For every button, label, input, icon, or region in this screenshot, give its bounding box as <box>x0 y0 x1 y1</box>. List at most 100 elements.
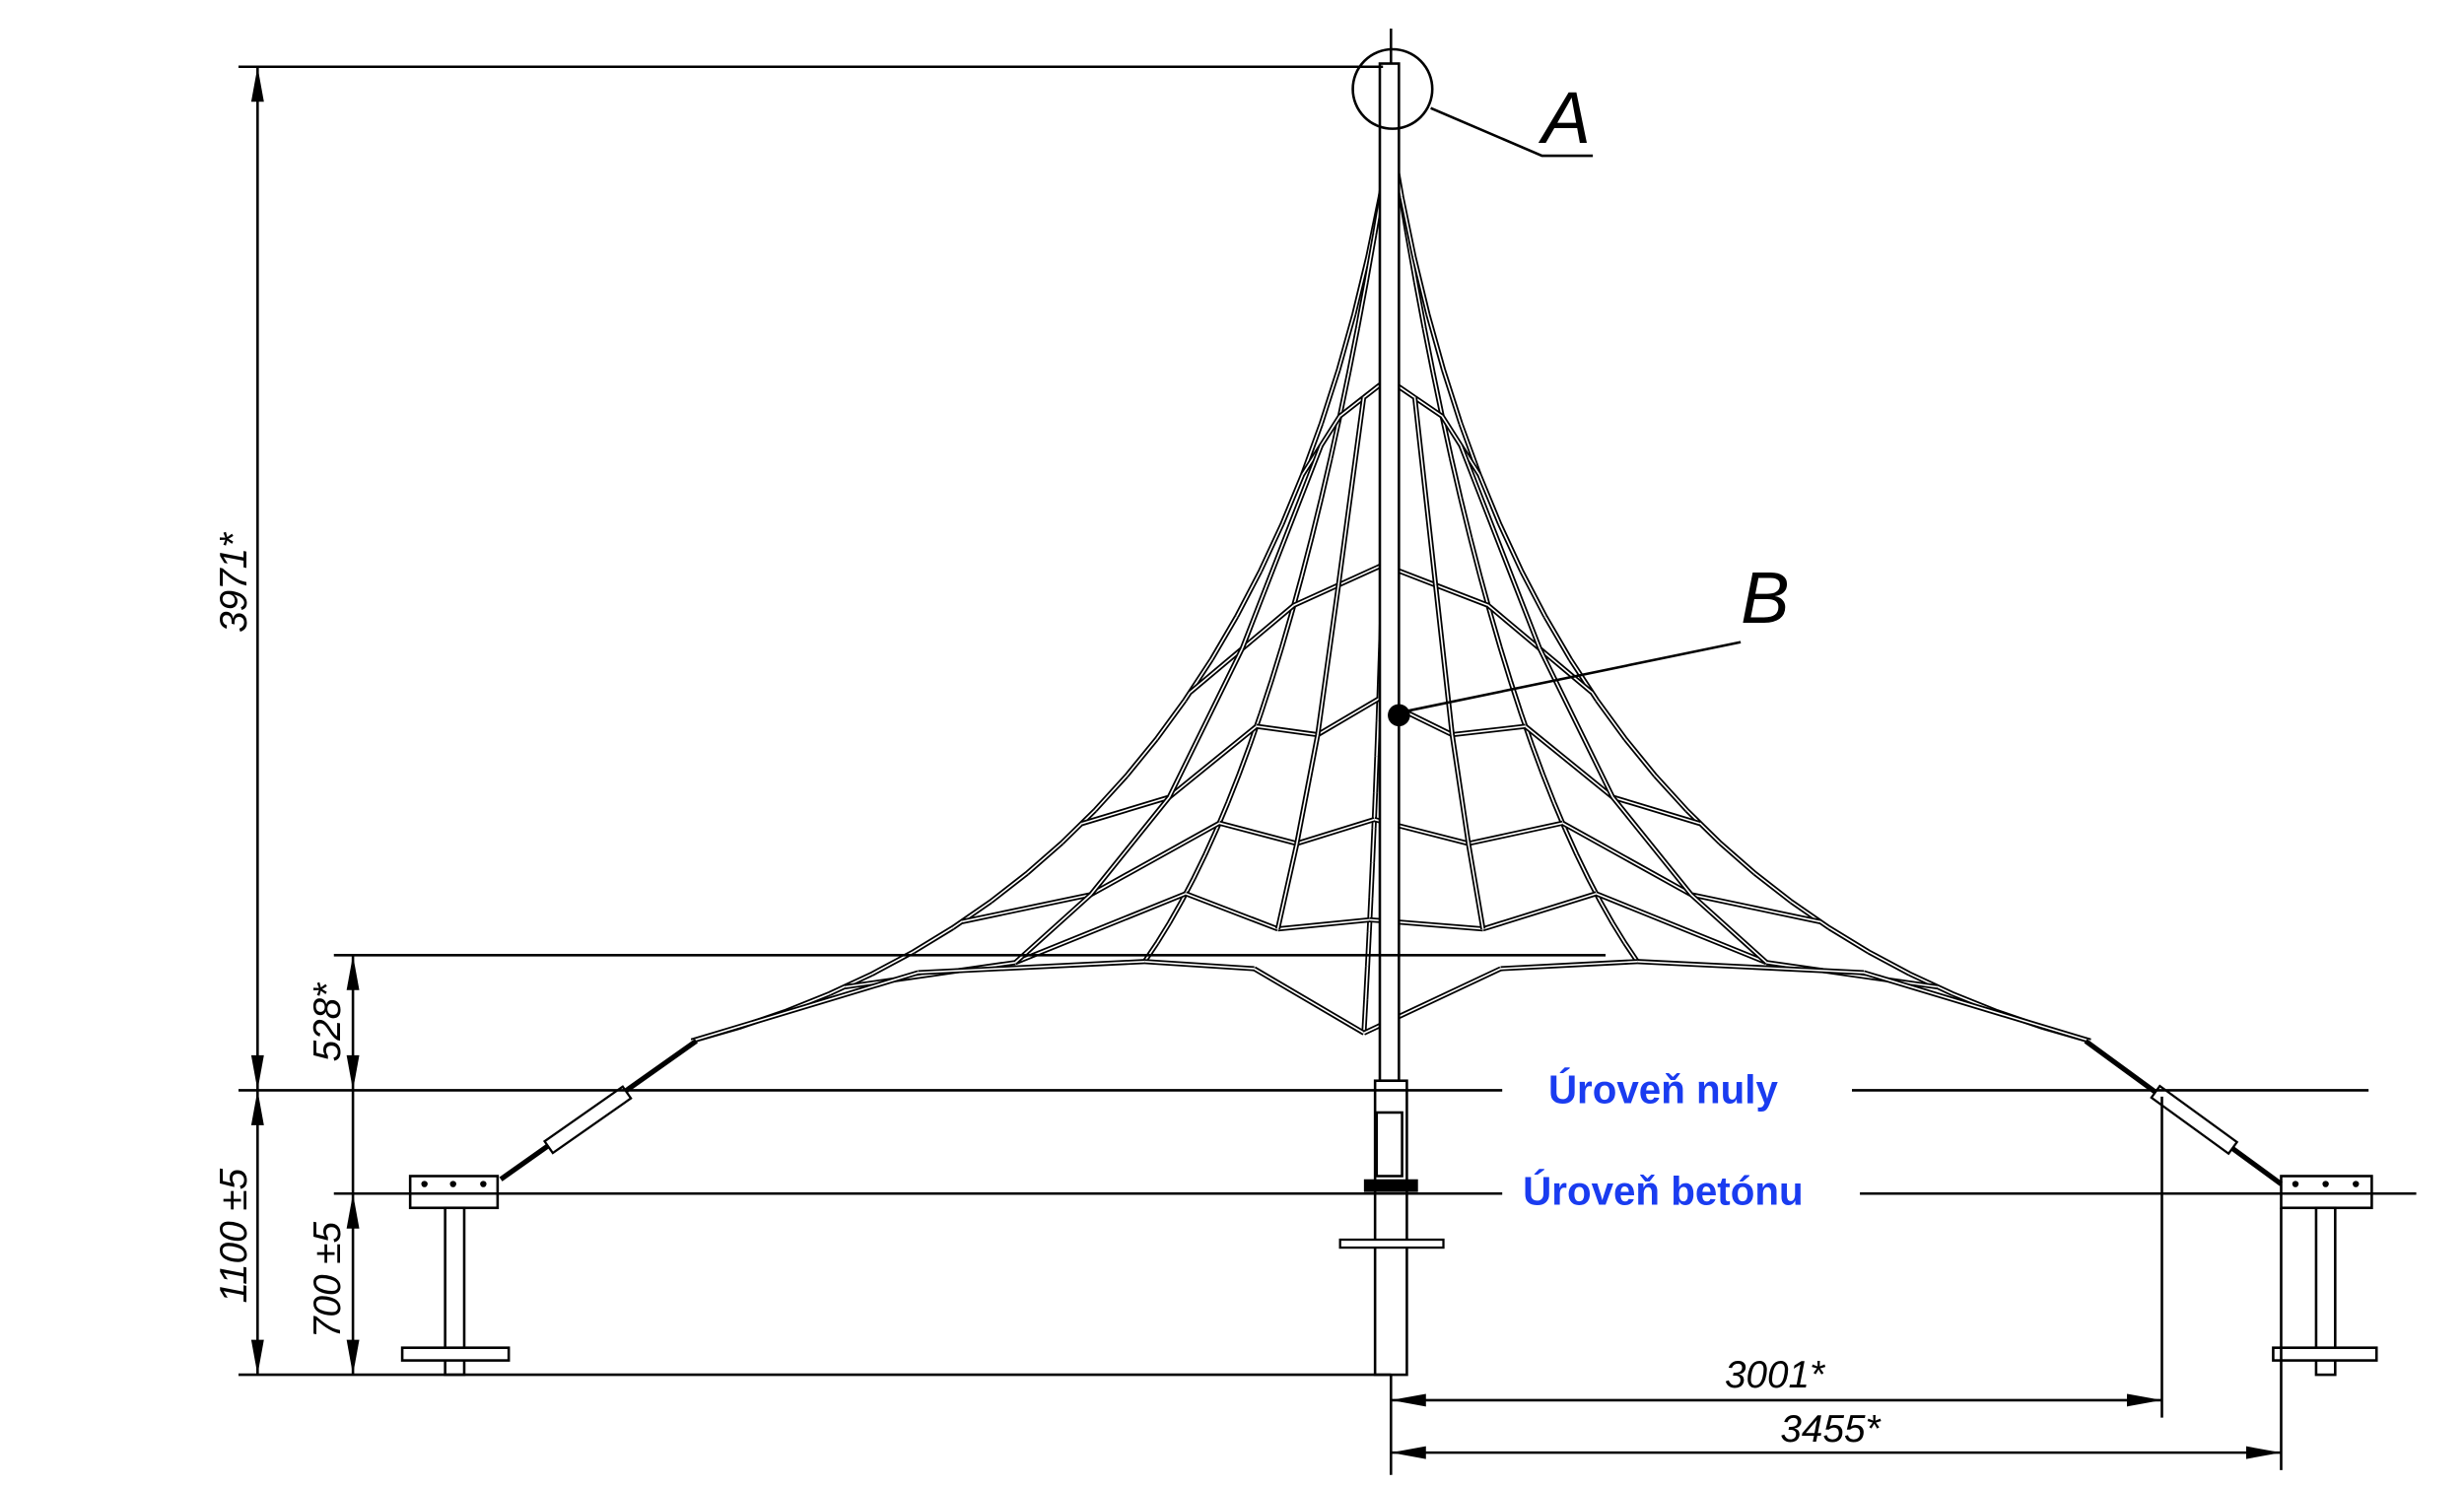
net-edge-rope <box>1569 658 1599 702</box>
net-edge-rope <box>1352 256 1369 315</box>
net-edge-rope <box>1374 756 1378 793</box>
net-ring-rope <box>1014 893 1187 964</box>
net-edge-rope <box>1600 901 1613 924</box>
net-ring-rope <box>1168 725 1258 798</box>
net-edge-rope <box>1370 862 1374 899</box>
net-edge-rope <box>1509 681 1523 714</box>
net-edge-rope <box>1301 537 1313 576</box>
net-edge-rope <box>1544 616 1571 660</box>
net-edge-rope <box>1868 951 1911 976</box>
net-edge-rope <box>1026 842 1062 874</box>
net-ring-rope <box>1441 415 1462 446</box>
net-ring-rope <box>1766 961 1938 988</box>
net-cross-rope <box>1014 894 1092 964</box>
net-ring-rope <box>961 894 1091 923</box>
dim-half-span-net: 3001* <box>1725 1354 1826 1396</box>
net-edge-rope <box>1611 922 1626 944</box>
net-edge-rope <box>1337 313 1355 371</box>
net-edge-rope <box>1227 774 1240 803</box>
net-ring-rope <box>1185 893 1278 930</box>
net-edge-rope <box>1596 700 1626 740</box>
net-cross-rope <box>1090 796 1170 896</box>
net-edge-rope <box>1427 313 1445 371</box>
net-edge-rope <box>1371 828 1375 863</box>
net-edge-rope <box>1363 999 1367 1034</box>
net-ring-rope <box>1081 796 1170 825</box>
net-edge-rope <box>1236 571 1262 617</box>
net-edge-rope <box>1356 281 1368 329</box>
net-ring-rope <box>1337 564 1384 586</box>
net-bottom-rope <box>918 960 1145 974</box>
net-cross-rope <box>1611 796 1692 896</box>
net-edge-rope <box>1156 922 1171 944</box>
net-edge-rope <box>1364 966 1369 1000</box>
net-cross-rope <box>1468 843 1484 929</box>
net-edge-rope <box>1478 474 1501 525</box>
net-edge-rope <box>1450 457 1462 500</box>
net-edge-rope <box>1470 537 1481 576</box>
net-edge-rope <box>1143 942 1158 963</box>
net-edge-rope <box>1280 612 1293 648</box>
dim-depth-total: 1100 ±5 <box>213 1168 255 1303</box>
net-edge-rope <box>1489 612 1501 648</box>
net-cross-rope <box>1413 397 1437 585</box>
net-edge-rope <box>1193 854 1206 880</box>
detail-label-b: B <box>1741 557 1789 639</box>
net-bottom-rope <box>1863 972 2091 1043</box>
net-ring-rope <box>1320 415 1341 446</box>
net-edge-rope <box>1654 775 1688 811</box>
zero-level-label: Úroveň nuly <box>1548 1066 1779 1112</box>
net-ring-rope <box>1612 796 1701 825</box>
net-ring-rope <box>1338 396 1365 417</box>
net-edge-rope <box>1588 878 1602 903</box>
net-edge-rope <box>1423 327 1434 373</box>
net-cross-rope <box>1539 648 1613 798</box>
net-cross-rope <box>1295 734 1319 844</box>
net-ring-rope <box>1525 725 1613 798</box>
net-edge-rope <box>1168 901 1183 924</box>
concrete-level-label: Úroveň betónu <box>1523 1169 1803 1214</box>
net-ring-rope <box>1218 822 1297 844</box>
net-edge-rope <box>1564 829 1578 855</box>
net-edge-rope <box>1203 829 1218 855</box>
net-edge-rope <box>1320 457 1332 500</box>
net-cross-rope <box>1317 584 1339 735</box>
net-edge-rope <box>1238 744 1252 776</box>
net-ring-rope <box>1487 604 1540 649</box>
net-edge-rope <box>1531 744 1544 776</box>
dim-total-height: 3971* <box>213 531 255 633</box>
net-edge-rope <box>1061 809 1096 844</box>
net-edge-rope <box>1181 878 1195 903</box>
dim-depth-concrete: 700 ±5 <box>307 1221 349 1338</box>
net-edge-rope <box>913 926 954 953</box>
net-edge-rope <box>1541 774 1555 803</box>
net-edge-rope <box>1338 372 1350 417</box>
net-edge-rope <box>1753 872 1792 903</box>
right-anchor-post <box>2272 1175 2378 1377</box>
net-edge-rope <box>1576 854 1590 880</box>
net-bottom-rope <box>1144 960 1255 970</box>
net-edge-rope <box>1366 931 1371 967</box>
tension-cables <box>499 1039 2283 1186</box>
net-edge-rope <box>1281 474 1304 525</box>
left-anchor-post <box>400 1175 511 1377</box>
net-edge-rope <box>1126 738 1158 777</box>
net-edge-rope <box>1432 372 1443 417</box>
net-edge-rope <box>952 901 992 929</box>
net-edge-rope <box>1828 926 1870 953</box>
net-ring-rope <box>1414 396 1443 418</box>
detail-callout-a: A <box>1351 47 1594 159</box>
net-edge-rope <box>1155 700 1186 740</box>
net-bottom-rope <box>1637 960 1865 974</box>
dimension-lines <box>238 65 2417 1475</box>
net-cross-rope <box>1451 734 1470 844</box>
detail-callout-b: B <box>1388 557 1790 727</box>
net-edge-rope <box>1790 901 1830 929</box>
net-ring-rope <box>1296 818 1375 844</box>
net-edge-rope <box>1094 775 1128 811</box>
net-cross-rope <box>1337 397 1365 585</box>
net-ring-rope <box>1690 894 1820 923</box>
net-bottom-rope <box>1500 960 1638 970</box>
net-ring-rope <box>1482 893 1597 930</box>
